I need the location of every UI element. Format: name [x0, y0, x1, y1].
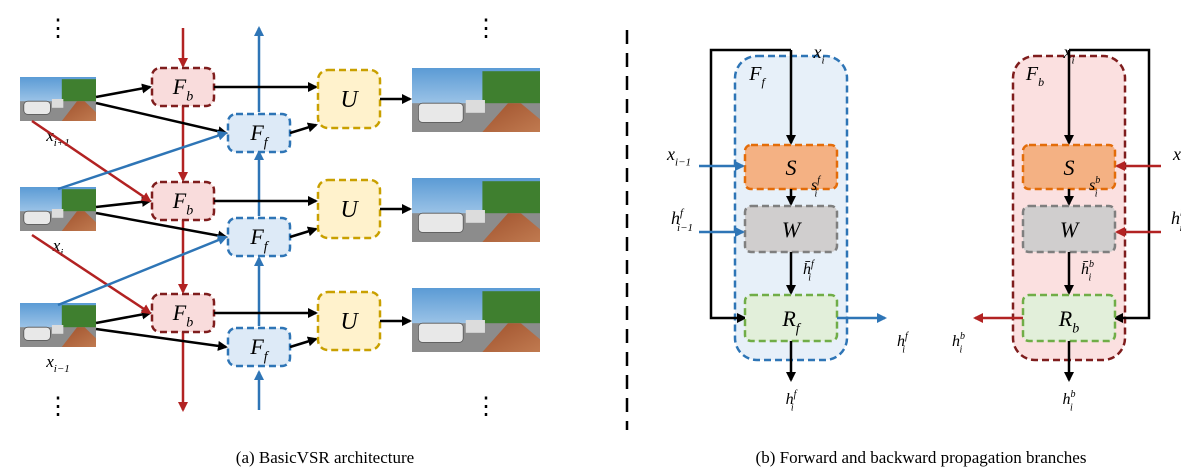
photo-sidewalk	[61, 327, 96, 347]
input-to-fb-arrow-1	[95, 196, 152, 209]
photo-car	[417, 102, 464, 123]
photo-sidewalk	[482, 103, 540, 132]
u-box-2	[316, 290, 382, 352]
input-frame-2	[20, 303, 96, 347]
input-frame-1	[20, 187, 96, 231]
photo-trees	[61, 189, 96, 214]
forward-prev-input-label: xi−1	[666, 144, 691, 168]
backward-r-box	[1021, 293, 1117, 343]
photo-car-far	[465, 210, 485, 223]
ff-to-u-arrow-1	[289, 226, 318, 239]
ff-label-0: Ff	[249, 120, 269, 151]
photo-car-far	[51, 209, 64, 218]
photo-trees	[61, 305, 96, 330]
forward-r-box	[743, 293, 839, 343]
photo-car	[417, 322, 464, 343]
backward-skip-arrow	[1069, 48, 1151, 323]
photo-car-far	[465, 100, 485, 113]
photo-car	[23, 210, 51, 225]
forward-r-label: Rf	[781, 306, 801, 337]
fb-label-0: Fb	[172, 74, 193, 105]
backward-s-label: S	[1064, 155, 1075, 180]
input-frame-label-1: xi	[52, 236, 64, 259]
ff-label-1: Ff	[249, 224, 269, 255]
forward-w-label: W	[782, 217, 802, 242]
caption-b: (b) Forward and backward propagation bra…	[756, 448, 1087, 467]
input-frame-0	[20, 77, 96, 121]
cross-blue-arrow-0	[57, 130, 228, 191]
photo-sidewalk	[482, 213, 540, 242]
cross-blue-arrow-1	[57, 235, 228, 307]
photo-trees	[61, 79, 96, 104]
input-to-fb-arrow-0	[95, 83, 152, 99]
cross-red-arrow-0	[31, 119, 152, 203]
photo-trees	[482, 181, 540, 217]
output-frame-1	[412, 178, 540, 242]
forward-w-box	[743, 204, 839, 254]
backward-w-label: W	[1060, 217, 1080, 242]
ff-to-u-arrow-2	[289, 336, 318, 349]
photo-sidewalk	[482, 323, 540, 352]
photo-trees	[482, 291, 540, 327]
ellipsis-0: ⋮	[46, 16, 70, 42]
backward-top-input-label: xi	[1062, 42, 1074, 66]
input-to-ff-arrow-0	[95, 101, 228, 137]
fb-label-1: Fb	[172, 188, 193, 219]
photo-car-far	[51, 325, 64, 334]
output-frame-0	[412, 68, 540, 132]
photo-sidewalk	[61, 101, 96, 121]
photo-car-far	[465, 320, 485, 333]
input-frame-label-0: xi+1	[45, 126, 70, 149]
ellipsis-2: ⋮	[474, 16, 498, 42]
input-to-ff-arrow-1	[95, 211, 228, 241]
photo-car-far	[51, 99, 64, 108]
ellipsis-3: ⋮	[474, 394, 498, 420]
u-box-1	[316, 178, 382, 240]
backward-hidden-in-label: hbi+1	[1171, 207, 1181, 234]
forward-top-input-label: xi	[812, 42, 824, 66]
input-to-fb-arrow-2	[95, 309, 152, 325]
photo-trees	[482, 71, 540, 107]
ff-to-u-arrow-0	[289, 122, 318, 135]
backward-prev-input-label: xi+1	[1172, 144, 1181, 168]
photo-car	[23, 326, 51, 341]
ellipsis-1: ⋮	[46, 394, 70, 420]
u-label-0: U	[340, 87, 359, 113]
backward-r-label: Rb	[1058, 306, 1079, 337]
backward-w-box	[1021, 204, 1117, 254]
ff-label-2: Ff	[249, 334, 269, 365]
u-label-1: U	[340, 197, 359, 223]
output-frame-2	[412, 288, 540, 352]
forward-group-label: Ff	[748, 63, 766, 89]
input-frame-label-2: xi−1	[45, 352, 70, 375]
cross-red-arrow-1	[31, 233, 152, 315]
photo-car	[417, 212, 464, 233]
caption-a: (a) BasicVSR architecture	[236, 448, 414, 467]
backward-group-label: Fb	[1025, 63, 1044, 89]
input-to-ff-arrow-2	[95, 327, 228, 351]
forward-skip-arrow	[709, 48, 791, 323]
photo-sidewalk	[61, 211, 96, 231]
u-label-2: U	[340, 309, 359, 335]
photo-car	[23, 100, 51, 115]
u-box-0	[316, 68, 382, 130]
fb-label-2: Fb	[172, 300, 193, 331]
forward-s-label: S	[786, 155, 797, 180]
